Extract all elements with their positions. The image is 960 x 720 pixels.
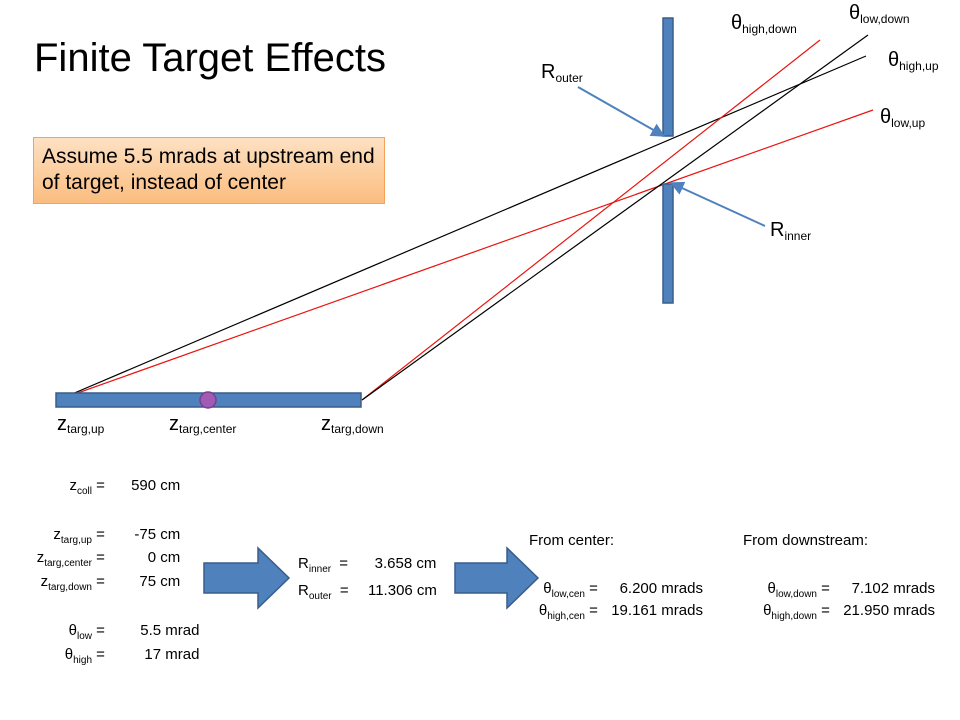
label-z-targ-center: ztarg,center <box>169 413 236 436</box>
label-theta-high-up: θhigh,up <box>888 49 939 73</box>
ray-theta-low-up <box>57 109 874 401</box>
result-r-outer: Router = 11.306 cm <box>298 582 437 602</box>
ray-theta-high-up <box>57 55 867 401</box>
input-row-z-coll: zcoll = 590 cm <box>69 477 181 497</box>
ray-theta-low-down <box>361 34 869 401</box>
ray-theta-high-down <box>361 39 821 401</box>
collimator-upper <box>662 17 674 137</box>
from-downstream-heading: From downstream: <box>743 532 869 549</box>
label-theta-low-up: θlow,up <box>880 106 925 130</box>
input-row-theta-low: θlow = 5.5 mrad <box>68 622 200 642</box>
label-r-outer: Router <box>541 61 583 85</box>
assumption-callout: Assume 5.5 mrads at upstream end of targ… <box>33 137 385 204</box>
from-downstream-theta-low: θlow,down = 7.102 mrads <box>767 580 935 600</box>
input-row-z-targ-center: ztarg,center = 0 cm <box>36 549 181 569</box>
input-row-theta-high: θhigh = 17 mrad <box>64 646 200 666</box>
from-center-theta-high: θhigh,cen = 19.161 mrads <box>538 602 703 622</box>
rinner-arrow <box>669 181 766 227</box>
result-r-inner: Rinner = 3.658 cm <box>298 555 437 575</box>
page-title: Finite Target Effects <box>34 36 387 80</box>
block-arrow-1 <box>203 546 291 610</box>
from-center-theta-low: θlow,cen = 6.200 mrads <box>543 580 703 600</box>
router-arrow <box>577 86 666 137</box>
label-z-targ-down: ztarg,down <box>321 413 384 436</box>
collimator-lower <box>662 183 674 304</box>
input-row-z-targ-up: ztarg,up = -75 cm <box>53 526 181 546</box>
target-center-marker <box>199 391 217 409</box>
label-z-targ-up: ztarg,up <box>57 413 105 436</box>
block-arrow-2 <box>454 546 540 610</box>
from-downstream-theta-high: θhigh,down = 21.950 mrads <box>763 602 935 622</box>
label-theta-low-down: θlow,down <box>849 2 910 26</box>
input-row-z-targ-down: ztarg,down = 75 cm <box>40 573 181 593</box>
label-theta-high-down: θhigh,down <box>731 12 797 36</box>
from-center-heading: From center: <box>529 532 615 549</box>
label-r-inner: Rinner <box>770 219 811 243</box>
